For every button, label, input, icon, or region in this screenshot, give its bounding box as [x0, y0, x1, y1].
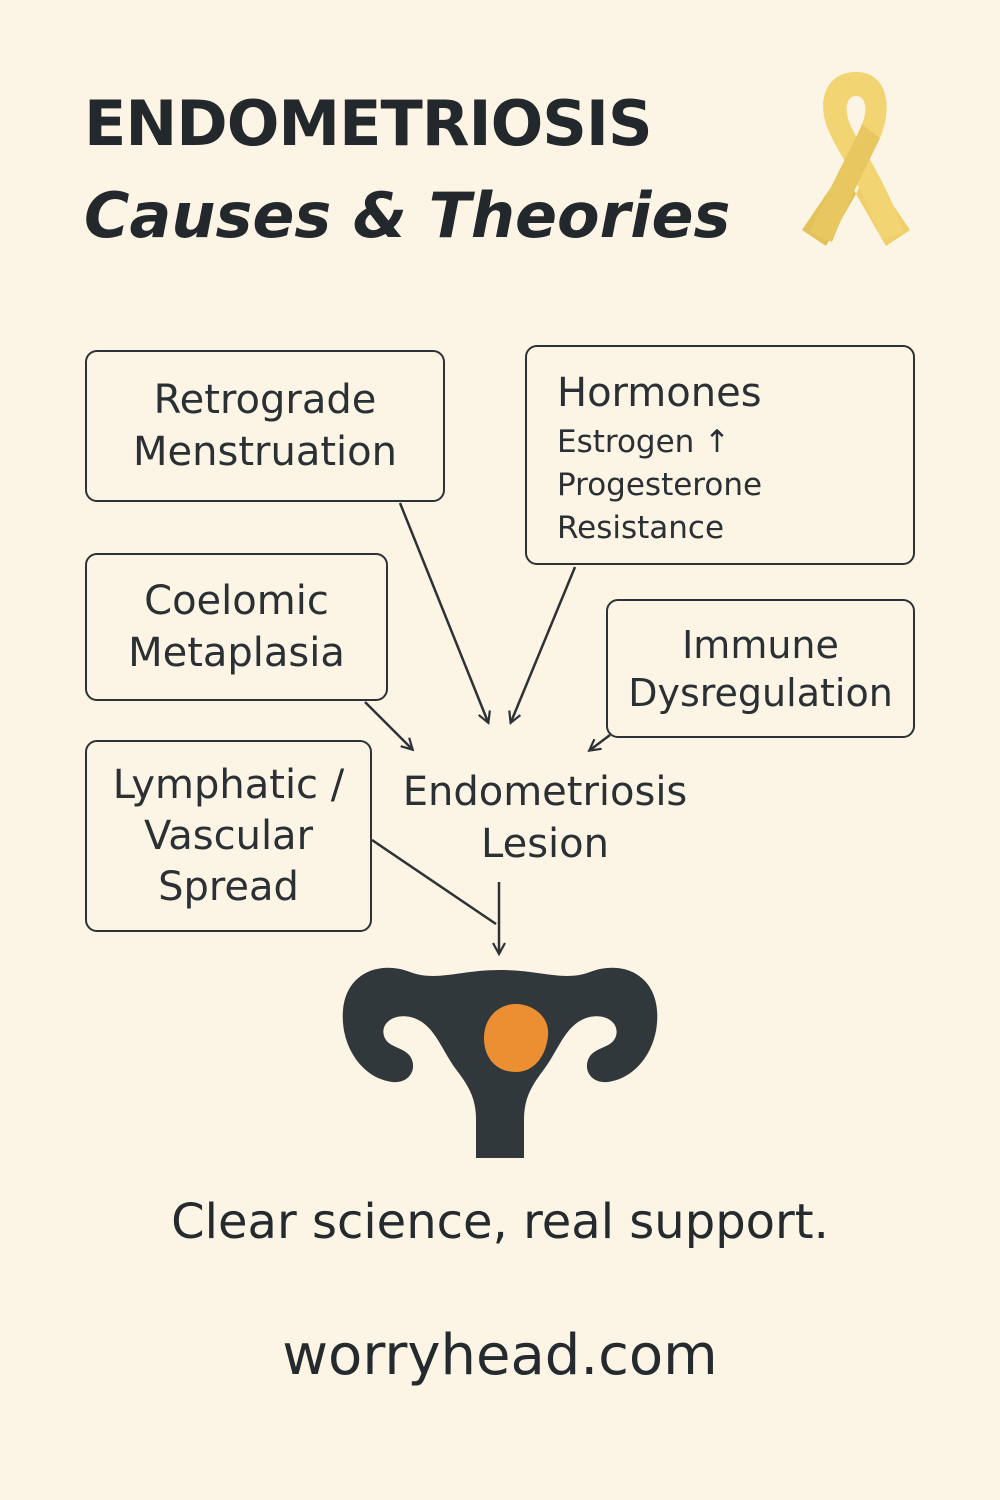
arrow-hormones — [511, 566, 577, 722]
awareness-ribbon-icon — [802, 72, 910, 246]
center-lesion-label: Endometriosis Lesion — [390, 766, 700, 870]
uterus-icon — [342, 967, 658, 1158]
immune-line-2: Dysregulation — [628, 670, 893, 715]
hormones-detail-progesterone: Progesterone — [557, 467, 763, 503]
cause-coelomic-metaplasia: Coelomic Metaplasia — [85, 553, 388, 701]
arrow-coelomic — [364, 701, 412, 749]
cause-immune-dysregulation: Immune Dysregulation — [606, 599, 915, 738]
hormones-detail-resistance: Resistance — [557, 510, 725, 546]
lymphatic-line-2: Vascular — [143, 812, 314, 859]
page-title: ENDOMETRIOSIS — [84, 87, 653, 160]
website-link[interactable]: worryhead.com — [282, 1323, 718, 1388]
cause-hormones: Hormones Estrogen ↑ Progesterone Resista… — [525, 345, 915, 565]
cause-retrograde-menstruation: Retrograde Menstruation — [85, 350, 445, 502]
hormones-detail-estrogen: Estrogen ↑ — [557, 424, 731, 460]
hormones-title: Hormones — [557, 370, 762, 416]
center-line-2: Lesion — [481, 821, 609, 867]
retrograde-line-2: Menstruation — [133, 429, 397, 475]
retrograde-line-1: Retrograde — [153, 377, 377, 423]
lesion-spot — [484, 1004, 549, 1072]
coelomic-line-1: Coelomic — [144, 578, 329, 624]
lymphatic-line-3: Spread — [158, 863, 299, 910]
arrow-lymphatic — [371, 838, 497, 926]
cause-lymphatic-vascular-spread: Lymphatic / Vascular Spread — [85, 740, 372, 932]
page-subtitle: Causes & Theories — [84, 179, 731, 252]
arrow-retrograde — [398, 502, 488, 722]
coelomic-line-2: Metaplasia — [128, 630, 345, 676]
immune-line-1: Immune — [682, 622, 839, 667]
center-line-1: Endometriosis — [402, 769, 688, 815]
arrow-immune — [590, 734, 611, 750]
lymphatic-line-1: Lymphatic / — [112, 761, 345, 808]
tagline: Clear science, real support. — [171, 1194, 829, 1250]
